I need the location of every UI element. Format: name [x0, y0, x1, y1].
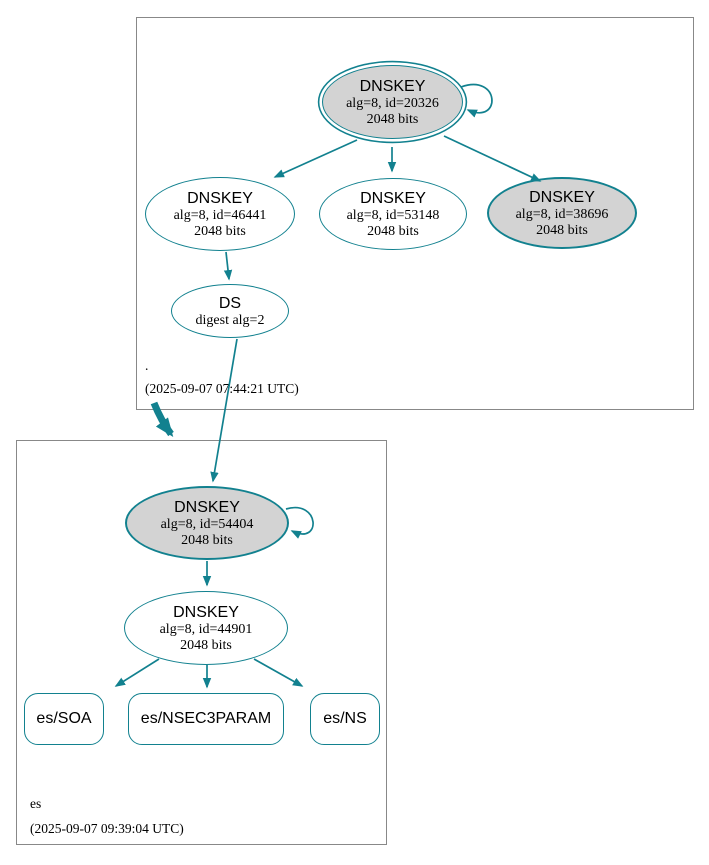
dnskey-alg-id: alg=8, id=20326 [346, 95, 439, 111]
dnskey-bits: 2048 bits [180, 637, 232, 653]
zone-timestamp-es: (2025-09-07 09:39:04 UTC) [30, 821, 184, 836]
ds-node-root[interactable]: DS digest alg=2 [171, 284, 289, 338]
dnskey-node-root-zsk-46441[interactable]: DNSKEY alg=8, id=46441 2048 bits [145, 177, 295, 251]
zone-cluster-es [16, 440, 387, 845]
rrset-node-es-nsec3param[interactable]: es/NSEC3PARAM [128, 693, 284, 745]
rrset-node-es-ns[interactable]: es/NS [310, 693, 380, 745]
zone-timestamp-root: (2025-09-07 07:44:21 UTC) [145, 381, 299, 396]
dnskey-node-es-zsk-44901[interactable]: DNSKEY alg=8, id=44901 2048 bits [124, 591, 288, 665]
dnskey-bits: 2048 bits [194, 223, 246, 239]
zone-label-root: . (2025-09-07 07:44:21 UTC) [145, 354, 299, 400]
zone-cluster-root [136, 17, 694, 410]
dnskey-title: DNSKEY [187, 189, 253, 207]
rrset-label: es/NS [323, 710, 367, 727]
rrset-label: es/SOA [36, 710, 92, 727]
zone-label-es: es (2025-09-07 09:39:04 UTC) [30, 791, 184, 841]
dnskey-alg-id: alg=8, id=38696 [515, 206, 609, 222]
ds-title: DS [218, 294, 242, 312]
dnskey-alg-id: alg=8, id=53148 [346, 207, 440, 223]
ds-digest-alg: digest alg=2 [195, 312, 265, 328]
dnskey-bits: 2048 bits [536, 222, 588, 238]
zone-name-es: es [30, 796, 42, 811]
dnskey-title: DNSKEY [529, 188, 595, 206]
dnskey-title: DNSKEY [359, 77, 426, 95]
dnskey-title: DNSKEY [360, 189, 426, 207]
dnskey-node-es-ksk-54404[interactable]: DNSKEY alg=8, id=54404 2048 bits [125, 486, 289, 560]
rrset-label: es/NSEC3PARAM [140, 710, 272, 727]
dnskey-bits: 2048 bits [181, 532, 233, 548]
dnskey-title: DNSKEY [174, 498, 240, 516]
rrset-node-es-soa[interactable]: es/SOA [24, 693, 104, 745]
dnskey-alg-id: alg=8, id=54404 [160, 516, 254, 532]
dnskey-node-root-zsk-53148[interactable]: DNSKEY alg=8, id=53148 2048 bits [319, 178, 467, 250]
dnskey-alg-id: alg=8, id=44901 [159, 621, 253, 637]
dnskey-node-root-ksk-20326[interactable]: DNSKEY alg=8, id=20326 2048 bits [322, 65, 463, 139]
dnskey-title: DNSKEY [173, 603, 239, 621]
dnskey-node-root-ksk-38696[interactable]: DNSKEY alg=8, id=38696 2048 bits [487, 177, 637, 249]
dnskey-bits: 2048 bits [367, 223, 419, 239]
zone-name-root: . [145, 358, 149, 373]
dnskey-bits: 2048 bits [366, 111, 419, 127]
dnskey-alg-id: alg=8, id=46441 [173, 207, 267, 223]
